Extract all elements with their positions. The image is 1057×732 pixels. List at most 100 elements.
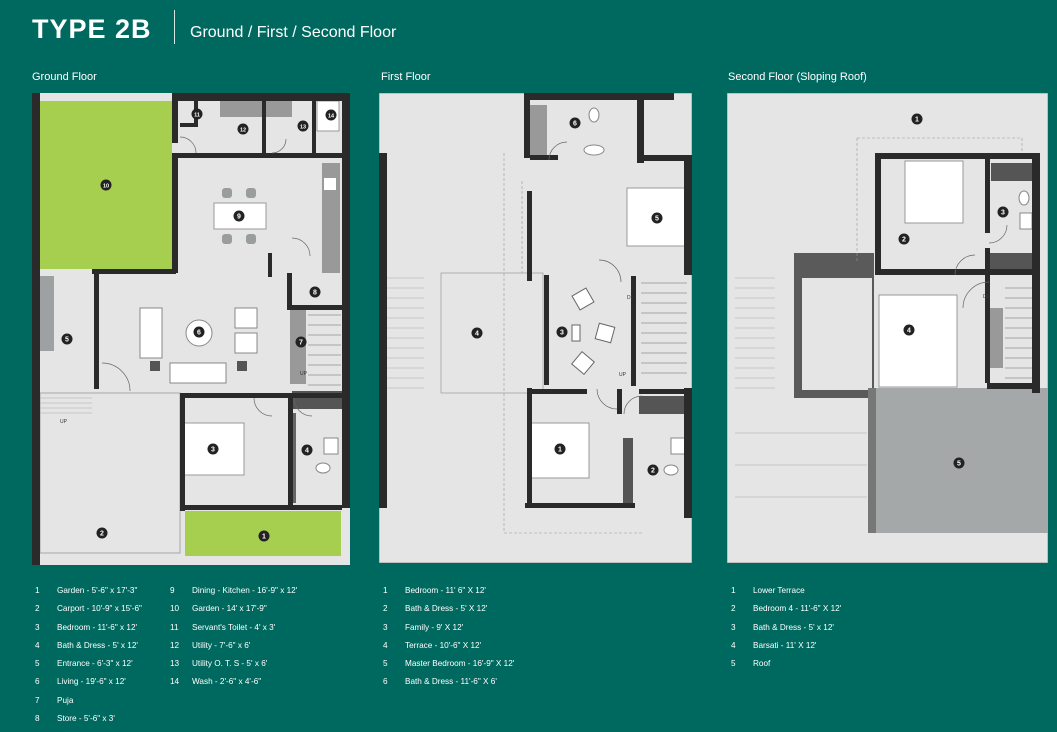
- second-badge-2: 2: [898, 233, 910, 245]
- second-floor-plan: DN 1 2 3 4 5: [727, 93, 1048, 563]
- room-badge-9: 9: [233, 210, 245, 222]
- room-badge-10: 10: [100, 179, 112, 191]
- room-badge-12: 12: [237, 123, 249, 135]
- room-badge-4: 4: [301, 444, 313, 456]
- room-badge-7: 7: [295, 336, 307, 348]
- svg-text:11: 11: [194, 113, 200, 119]
- room-badge-1: 1: [258, 530, 270, 542]
- room-badge-8: 8: [309, 286, 321, 298]
- living-sofa: [139, 307, 163, 359]
- svg-text:1: 1: [915, 117, 919, 124]
- first-badge-2: 2: [647, 464, 659, 476]
- floors-subtitle: Ground / First / Second Floor: [190, 24, 397, 41]
- svg-text:5: 5: [655, 216, 659, 223]
- first-floor-label: First Floor: [381, 71, 431, 83]
- svg-text:14: 14: [328, 114, 335, 120]
- ground-floor-plan: UP UP 1 2 3 4 5 6 7 8 9 10 11 12 13 14: [32, 93, 350, 565]
- svg-text:3: 3: [560, 330, 564, 337]
- ground-up-mark: UP: [60, 419, 68, 425]
- room-badge-14: 14: [325, 109, 337, 121]
- svg-text:4: 4: [305, 448, 309, 455]
- svg-text:9: 9: [237, 214, 241, 221]
- first-room-numbers: 1 2 3 4 5 6: [471, 117, 663, 476]
- svg-text:7: 7: [299, 340, 303, 347]
- svg-text:1: 1: [262, 534, 266, 541]
- svg-text:1: 1: [558, 447, 562, 454]
- svg-text:13: 13: [300, 125, 306, 131]
- svg-text:2: 2: [100, 531, 104, 538]
- first-badge-3: 3: [556, 326, 568, 338]
- second-badge-5: 5: [953, 457, 965, 469]
- svg-text:2: 2: [651, 468, 655, 475]
- first-plan-background: [379, 93, 692, 563]
- svg-text:12: 12: [240, 128, 246, 134]
- terrace-outline: [440, 272, 544, 394]
- svg-text:10: 10: [103, 184, 109, 190]
- living-sofa-long: [169, 362, 227, 384]
- svg-text:8: 8: [313, 290, 317, 297]
- second-room-numbers: 1 2 3 4 5: [898, 113, 1009, 469]
- first-dn-mark: DN: [627, 295, 635, 301]
- entrance-steps: [40, 276, 54, 351]
- first-up-mark: UP: [619, 372, 627, 378]
- type-title: TYPE 2B: [32, 14, 152, 44]
- first-badge-5: 5: [651, 212, 663, 224]
- svg-text:3: 3: [211, 447, 215, 454]
- title-divider: [174, 10, 175, 44]
- room-badge-11: 11: [191, 108, 203, 120]
- first-badge-4: 4: [471, 327, 483, 339]
- ground-room-numbers: 1 2 3 4 5 6 7 8 9 10 11 12 13 14: [61, 108, 337, 542]
- first-floor-plan: DN UP 1 2 3 4 5 6: [379, 93, 692, 563]
- svg-text:2: 2: [902, 237, 906, 244]
- svg-text:5: 5: [957, 461, 961, 468]
- second-floor-label: Second Floor (Sloping Roof): [728, 71, 867, 83]
- svg-text:6: 6: [197, 330, 201, 337]
- room-badge-5: 5: [61, 333, 73, 345]
- svg-text:3: 3: [1001, 210, 1005, 217]
- svg-text:4: 4: [907, 328, 911, 335]
- svg-text:6: 6: [573, 121, 577, 128]
- room-badge-2: 2: [96, 527, 108, 539]
- room-badge-6: 6: [193, 326, 205, 338]
- barsati-bed: [878, 294, 958, 388]
- first-badge-1: 1: [554, 443, 566, 455]
- second-badge-4: 4: [903, 324, 915, 336]
- room-badge-13: 13: [297, 120, 309, 132]
- second-badge-1: 1: [911, 113, 923, 125]
- svg-text:4: 4: [475, 331, 479, 338]
- second-badge-3: 3: [997, 206, 1009, 218]
- ground-stair-up-mark: UP: [300, 371, 308, 377]
- second-dn-mark: DN: [983, 294, 991, 300]
- ground-floor-label: Ground Floor: [32, 71, 97, 83]
- room-badge-3: 3: [207, 443, 219, 455]
- first-badge-6: 6: [569, 117, 581, 129]
